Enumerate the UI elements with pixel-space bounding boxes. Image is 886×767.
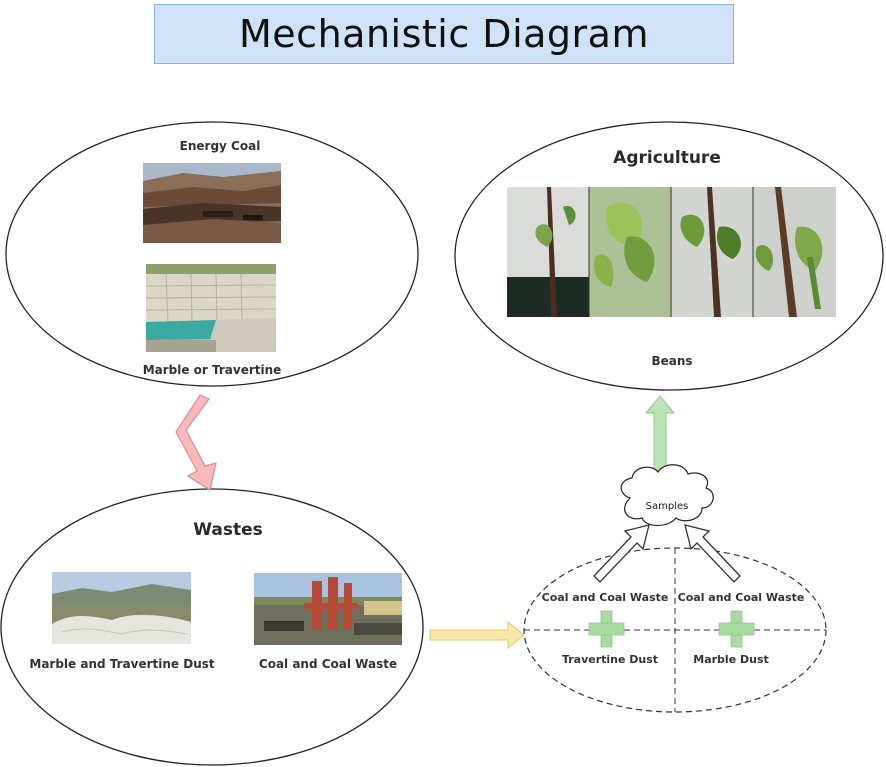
energy-coal-photo xyxy=(143,163,281,243)
sources-ellipse xyxy=(5,121,419,387)
page-title: Mechanistic Diagram xyxy=(239,12,649,56)
coal-waste-photo xyxy=(254,573,402,645)
agriculture-ellipse xyxy=(454,121,884,391)
plus-icon xyxy=(718,610,755,648)
energy-coal-label: Energy Coal xyxy=(179,139,261,153)
wastes-ellipse xyxy=(0,488,424,766)
title-banner: Mechanistic Diagram xyxy=(154,4,734,64)
right-hollow-arrow-icon xyxy=(684,524,741,583)
red-arrow-icon xyxy=(175,394,217,491)
wastes-heading: Wastes xyxy=(193,520,263,540)
quadrant-top-right-label: Coal and Coal Waste xyxy=(677,591,805,604)
marble-travertine-label: Marble or Travertine xyxy=(142,363,282,377)
plus-icon xyxy=(588,610,625,648)
quadrant-bottom-right-label: Marble Dust xyxy=(693,653,769,666)
yellow-arrow-icon xyxy=(429,620,525,650)
beans-label: Beans xyxy=(651,354,693,368)
marble-dust-photo xyxy=(52,572,191,644)
samples-label: Samples xyxy=(645,501,689,512)
left-hollow-arrow-icon xyxy=(593,524,650,583)
quadrant-top-left-label: Coal and Coal Waste xyxy=(541,591,669,604)
agriculture-heading: Agriculture xyxy=(613,148,721,168)
beans-photo xyxy=(507,187,836,317)
green-arrow-icon xyxy=(644,395,676,477)
marble-quarry-photo xyxy=(146,264,276,352)
coal-waste-label: Coal and Coal Waste xyxy=(258,657,398,671)
quadrant-bottom-left-label: Travertine Dust xyxy=(561,653,659,666)
cloud-icon xyxy=(620,464,714,527)
marble-travertine-dust-label: Marble and Travertine Dust xyxy=(29,657,215,671)
